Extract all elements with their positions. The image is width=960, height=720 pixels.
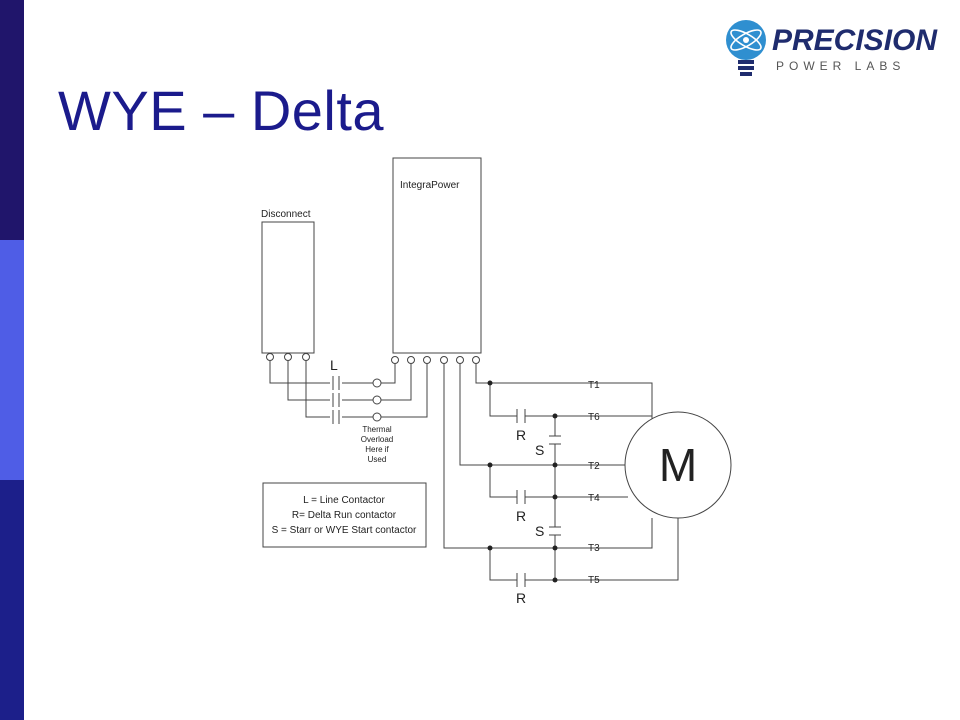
run-contactor-label: R [516, 590, 526, 606]
side-bar-top [0, 0, 24, 240]
legend-line: S = Starr or WYE Start contactor [272, 525, 417, 536]
disconnect-box [261, 221, 315, 354]
overload-note-line: Thermal [362, 425, 392, 434]
line-contactor-label: L [330, 357, 338, 373]
terminal-label: T2 [588, 461, 600, 472]
terminal-label: T6 [588, 412, 600, 423]
overload-note-line: Here if [365, 445, 389, 454]
lightbulb-icon [726, 20, 766, 76]
run-contactor-label: R [516, 508, 526, 524]
start-contactor-label: S [535, 523, 544, 539]
terminal-label: T5 [588, 575, 600, 586]
integrapower-box [392, 157, 482, 354]
overload-note-line: Overload [361, 435, 393, 444]
side-bar-bottom [0, 480, 24, 720]
terminal-label: T4 [588, 493, 600, 504]
terminal-label: T3 [588, 543, 600, 554]
side-bar-middle [0, 240, 24, 480]
terminal-label: T1 [588, 380, 600, 391]
legend-line: R= Delta Run contactor [292, 510, 397, 521]
run-contactor-label: R [516, 427, 526, 443]
integrapower-label: IntegraPower [400, 180, 460, 191]
logo-name: PRECISION [772, 24, 938, 57]
legend-box [262, 482, 427, 548]
legend-line: L = Line Contactor [303, 495, 385, 506]
logo-tagline: POWER LABS [776, 59, 905, 73]
motor-label: M [659, 439, 697, 491]
motor-circle [624, 411, 732, 519]
slide-title: WYE – Delta [58, 79, 385, 142]
precision-power-labs-logo: PRECISION POWER LABS [726, 20, 938, 76]
overload-note-line: Used [368, 455, 387, 464]
disconnect-label: Disconnect [261, 209, 311, 220]
start-contactor-label: S [535, 442, 544, 458]
